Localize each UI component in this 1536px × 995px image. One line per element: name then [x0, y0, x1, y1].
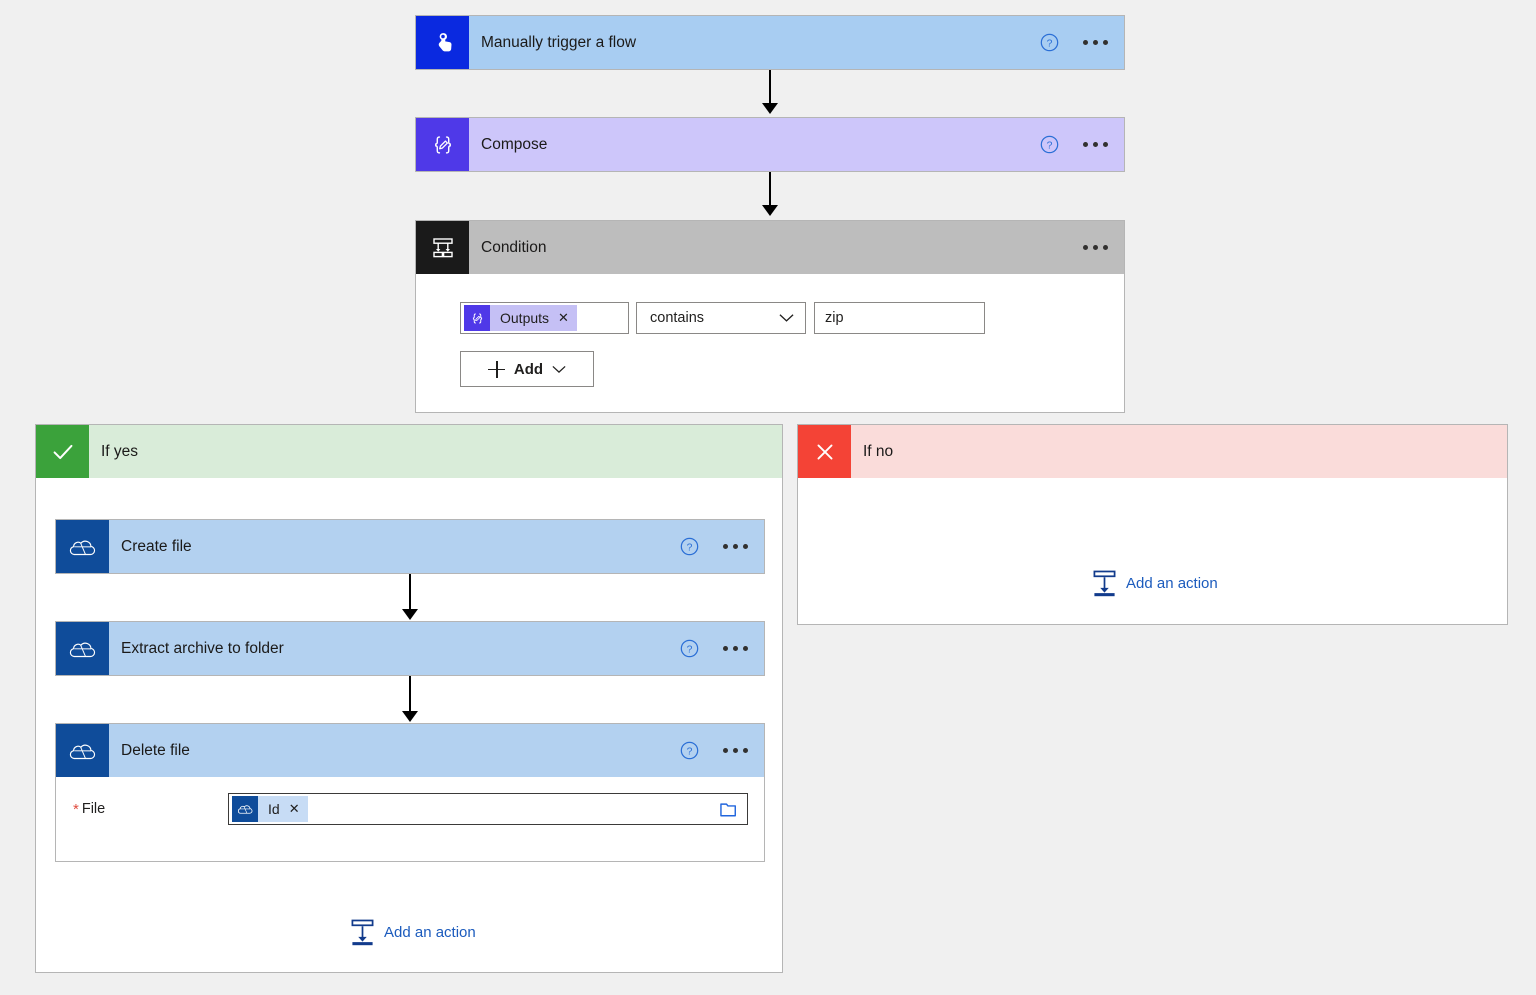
- card-header-actions: ?: [1040, 118, 1114, 171]
- checkmark-icon: [36, 425, 89, 478]
- file-label-text: File: [81, 801, 106, 817]
- tap-hand-icon: [416, 16, 469, 69]
- ellipsis-icon[interactable]: [1077, 134, 1114, 155]
- card-header[interactable]: Create file ?: [56, 520, 764, 573]
- card-title: Manually trigger a flow: [481, 33, 637, 51]
- help-circle-icon[interactable]: ?: [1040, 33, 1059, 52]
- card-title: Create file: [121, 537, 192, 555]
- card-header[interactable]: Condition: [416, 221, 1124, 274]
- onedrive-cloud-icon: [232, 796, 258, 822]
- card-delete-file[interactable]: Delete file ? * File: [55, 723, 765, 862]
- card-compose[interactable]: Compose ?: [415, 117, 1125, 172]
- file-field-label: * File: [73, 801, 228, 818]
- chevron-down-icon: [779, 314, 794, 322]
- token-label: Id: [268, 801, 280, 817]
- card-title: Condition: [481, 238, 547, 256]
- remove-token-icon[interactable]: ✕: [558, 310, 569, 325]
- card-header-actions: ?: [1040, 16, 1114, 69]
- ellipsis-icon[interactable]: [717, 638, 754, 659]
- card-create-file[interactable]: Create file ?: [55, 519, 765, 574]
- connector-extract-delete: [409, 676, 411, 713]
- add-action-icon: [351, 919, 374, 946]
- condition-value-input[interactable]: zip: [814, 302, 985, 334]
- compose-braces-icon: [464, 305, 490, 331]
- onedrive-cloud-icon: [56, 724, 109, 777]
- onedrive-cloud-icon: [56, 520, 109, 573]
- delete-file-param-row: * File Id ✕: [56, 777, 764, 841]
- help-circle-icon[interactable]: ?: [680, 537, 699, 556]
- plus-icon: [487, 360, 505, 378]
- help-circle-icon[interactable]: ?: [1040, 135, 1059, 154]
- card-header-actions: ?: [680, 724, 754, 777]
- condition-row: Outputs ✕ contains zip: [460, 302, 1124, 334]
- add-condition-label: Add: [513, 360, 544, 378]
- token-id[interactable]: Id ✕: [232, 796, 308, 822]
- branch-if-yes: If yes Create file ?: [35, 424, 783, 973]
- condition-branch-icon: [416, 221, 469, 274]
- card-title: Extract archive to folder: [121, 639, 284, 657]
- add-action-icon: [1093, 570, 1116, 597]
- card-header[interactable]: Delete file ?: [56, 724, 764, 777]
- help-circle-icon[interactable]: ?: [680, 639, 699, 658]
- card-header-actions: ?: [680, 520, 754, 573]
- branch-title: If no: [863, 442, 894, 460]
- card-title: Compose: [481, 135, 548, 153]
- help-circle-icon[interactable]: ?: [680, 741, 699, 760]
- branch-if-no: If no Add an action: [797, 424, 1508, 625]
- card-header-actions: ?: [680, 622, 754, 675]
- onedrive-cloud-icon: [56, 622, 109, 675]
- card-header[interactable]: Extract archive to folder ?: [56, 622, 764, 675]
- connector-trigger-compose: [769, 70, 771, 105]
- file-input[interactable]: Id ✕: [228, 793, 748, 825]
- ellipsis-icon[interactable]: [1077, 32, 1114, 53]
- chevron-down-icon: [552, 365, 566, 373]
- add-action-label: Add an action: [1126, 575, 1218, 592]
- card-title: Delete file: [121, 741, 190, 759]
- folder-picker-icon[interactable]: [719, 801, 739, 818]
- condition-left-operand[interactable]: Outputs ✕: [460, 302, 629, 334]
- card-condition[interactable]: Condition: [415, 220, 1125, 413]
- condition-operator-value: contains: [650, 310, 705, 326]
- add-action-label: Add an action: [384, 924, 476, 941]
- connector-create-extract: [409, 574, 411, 611]
- svg-text:?: ?: [687, 542, 693, 553]
- condition-body: Outputs ✕ contains zip Add: [416, 274, 1124, 411]
- connector-arrowhead: [762, 205, 778, 216]
- required-marker: *: [73, 800, 79, 818]
- branch-header-if-no[interactable]: If no: [798, 425, 1507, 478]
- remove-token-icon[interactable]: ✕: [288, 801, 300, 816]
- connector-arrowhead: [402, 609, 418, 620]
- svg-text:?: ?: [1047, 140, 1053, 151]
- connector-arrowhead: [402, 711, 418, 722]
- add-action-if-no[interactable]: Add an action: [1092, 570, 1218, 597]
- card-header-actions: [1077, 221, 1114, 274]
- card-manually-trigger-a-flow[interactable]: Manually trigger a flow ?: [415, 15, 1125, 70]
- compose-braces-icon: [416, 118, 469, 171]
- branch-header-if-yes[interactable]: If yes: [36, 425, 782, 478]
- ellipsis-icon[interactable]: [717, 536, 754, 557]
- token-outputs[interactable]: Outputs ✕: [464, 305, 577, 331]
- token-label: Outputs: [500, 310, 550, 326]
- ellipsis-icon[interactable]: [717, 740, 754, 761]
- svg-text:?: ?: [687, 644, 693, 655]
- svg-text:?: ?: [1047, 38, 1053, 49]
- close-x-icon: [798, 425, 851, 478]
- add-condition-button[interactable]: Add: [460, 351, 594, 387]
- condition-operator-dropdown[interactable]: contains: [636, 302, 806, 334]
- card-extract-archive-to-folder[interactable]: Extract archive to folder ?: [55, 621, 765, 676]
- branch-title: If yes: [101, 442, 139, 460]
- ellipsis-icon[interactable]: [1077, 237, 1114, 258]
- connector-arrowhead: [762, 103, 778, 114]
- card-header[interactable]: Compose ?: [416, 118, 1124, 171]
- token-label-wrapper: Outputs ✕: [490, 305, 577, 331]
- svg-text:?: ?: [687, 746, 693, 757]
- condition-value-text: zip: [825, 310, 844, 326]
- add-action-if-yes[interactable]: Add an action: [350, 919, 476, 946]
- connector-compose-condition: [769, 172, 771, 207]
- token-label-wrapper: Id ✕: [258, 796, 308, 822]
- card-header[interactable]: Manually trigger a flow ?: [416, 16, 1124, 69]
